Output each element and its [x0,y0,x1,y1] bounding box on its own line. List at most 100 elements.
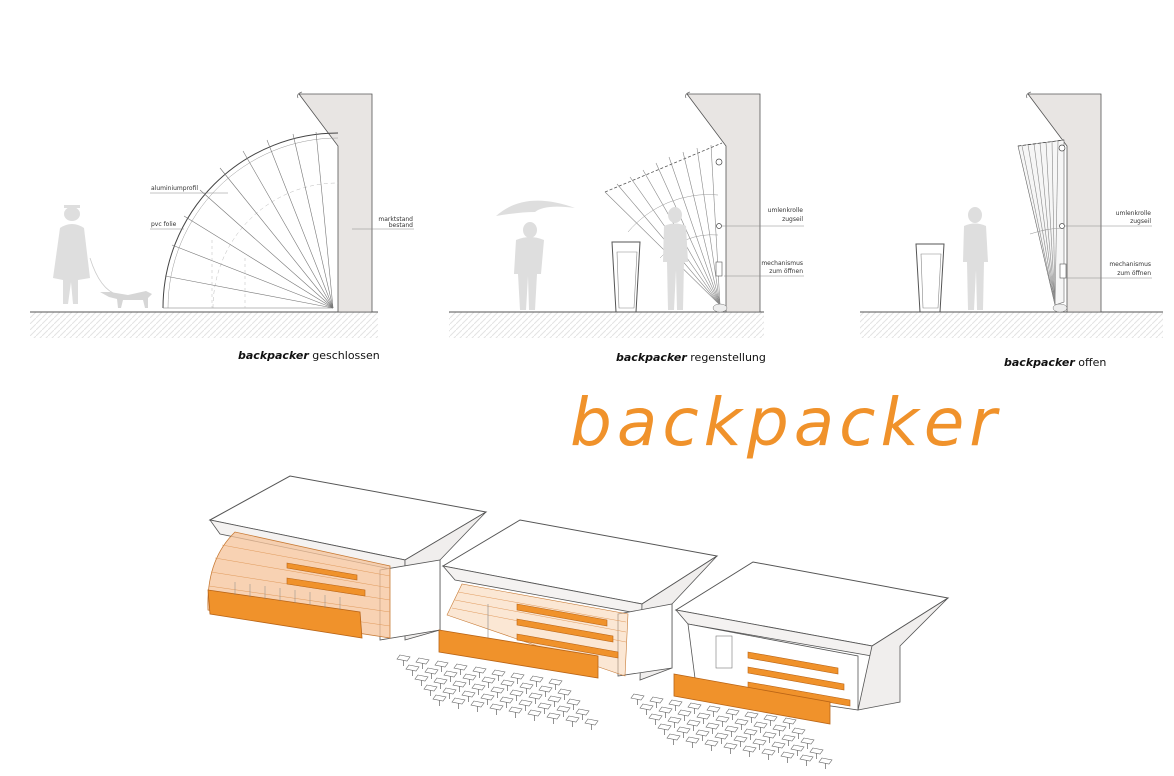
table-icon [508,706,523,718]
table-icon [462,673,477,685]
person-silhouette [963,207,988,310]
label-leaders [150,192,414,230]
caption-text: regenstellung [690,351,766,364]
table-icon [809,747,824,759]
table-icon [424,667,439,679]
pulley-icon [1058,144,1066,152]
table-icon [490,686,505,698]
table-icon [715,715,730,727]
table-icon [742,745,757,757]
pulley-icon [715,158,723,166]
caption-text: geschlossen [312,349,380,362]
table-icon [658,706,673,718]
table-icon [556,705,571,717]
table-icon [696,712,711,724]
table-icon [489,703,504,715]
table-icon [714,732,729,744]
table-icon [432,694,447,706]
table-icon [480,693,495,705]
table-icon [799,754,814,766]
caption-offen: backpacker offen [1004,356,1106,369]
label-zum-oeffnen: zum öffnen [769,268,803,275]
canopy-open [1017,139,1065,306]
table-icon [470,700,485,712]
table-icon [528,692,543,704]
table-icon [491,669,506,681]
section-regenstellung: umlenkrolle zugseil mechanismus zum öffn… [449,91,804,338]
table-icon [547,695,562,707]
table-icon [639,703,654,715]
table-icon [762,731,777,743]
section-offen: umlenkrolle zugseil mechanismus zum öffn… [860,91,1163,338]
table-icon [706,705,721,717]
pulley-icon [1059,223,1065,229]
table-icon [752,738,767,750]
umbrella-person-silhouette [496,200,575,310]
label-umlenkrolle: umlenkrolle [768,207,804,214]
table-icon [761,748,776,760]
table-icon [677,709,692,721]
table-icon [461,690,476,702]
table-icon [500,679,515,691]
table-icon [723,742,738,754]
base-roller [1052,303,1068,313]
ground-hatch [30,312,378,338]
table-icon [724,725,739,737]
table-icon [471,683,486,695]
table-icon [790,744,805,756]
table-icon [518,699,533,711]
ground-hatch [860,312,1163,338]
table-cluster [396,654,599,730]
table-icon [771,741,786,753]
table-icon [704,739,719,751]
table-icon [548,678,563,690]
table-icon [763,714,778,726]
table-icon [667,716,682,728]
table-icon [509,689,524,701]
table-icon [780,751,795,763]
stall-3d-rain [438,519,719,681]
table-icon [685,736,700,748]
table-icon [668,699,683,711]
table-icon [415,657,430,669]
market-stall-wall [686,93,761,313]
table-icon [744,711,759,723]
label-leaders [1064,225,1152,279]
table-icon [546,712,561,724]
table-icon [687,702,702,714]
label-mechanismus: mechanismus [1109,261,1151,268]
table-icon [565,715,580,727]
caption-bold: backpacker [238,349,309,362]
table-icon [453,663,468,675]
table-icon [414,674,429,686]
table-icon [472,666,487,678]
section-geschlossen: aluminiumprofil pvc folie marktstand bes… [30,91,414,338]
table-icon [666,733,681,745]
market-stall-wall [298,93,373,313]
hook-icon [297,91,303,99]
label-bestand: bestand [389,222,413,229]
table-icon [527,709,542,721]
label-zugseil: zugseil [1130,218,1151,225]
hook-icon [685,91,691,99]
table-icon [566,698,581,710]
stall-3d-closed [207,475,488,641]
table-icon [499,696,514,708]
table-icon [575,708,590,720]
stall-3d-open [673,561,950,725]
table-icon [434,660,449,672]
table-icon [743,728,758,740]
pulley-icon [716,223,722,229]
caption-bold: backpacker [616,351,687,364]
hook-icon [1026,91,1032,99]
canopy-closed [162,131,339,309]
mechanism-box [1059,263,1067,279]
bin [915,243,945,313]
person-silhouette [53,205,90,304]
label-aluminiumprofil: aluminiumprofil [151,185,198,192]
base-roller [712,303,728,313]
table-icon [537,702,552,714]
table-icon [657,723,672,735]
table-icon [676,726,691,738]
table-icon [725,708,740,720]
